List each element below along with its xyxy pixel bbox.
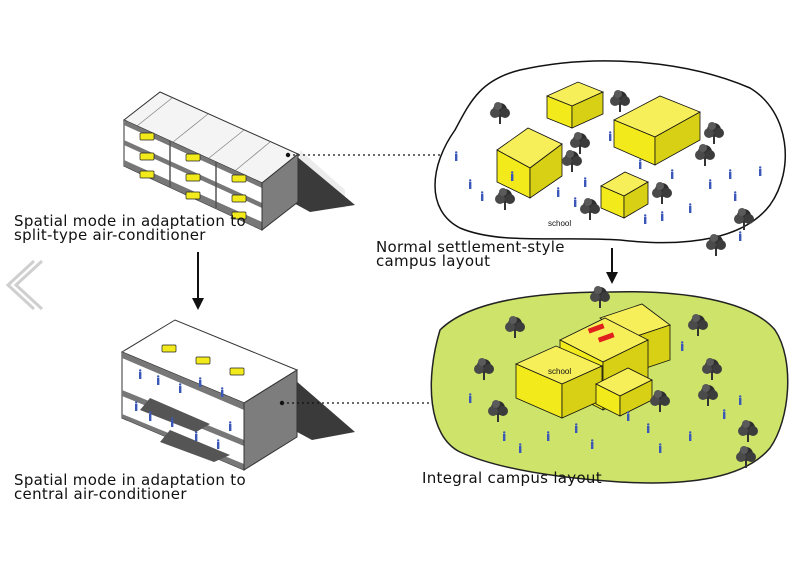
caption-central-mode: Spatial mode in adaptation to central ai… bbox=[14, 471, 246, 503]
caption-line: Spatial mode in adaptation to bbox=[14, 471, 246, 489]
caption-line: central air-conditioner bbox=[14, 485, 187, 503]
split-type-building bbox=[123, 91, 355, 232]
caption-line: Spatial mode in adaptation to bbox=[14, 212, 246, 230]
caption-settlement-layout: Normal settlement-style campus layout bbox=[376, 238, 565, 270]
settlement-campus: school bbox=[434, 60, 786, 256]
integral-building: school bbox=[515, 303, 671, 419]
building-side-wall bbox=[261, 152, 299, 232]
caption-split-mode: Spatial mode in adaptation to split-type… bbox=[14, 212, 246, 244]
ac-unit-icon bbox=[139, 132, 155, 141]
caption-line: Normal settlement-style bbox=[376, 238, 565, 256]
campus-building bbox=[545, 81, 605, 129]
school-label-bottom: school bbox=[548, 367, 571, 376]
central-ac-building bbox=[120, 319, 355, 471]
caption-integral-layout: Integral campus layout bbox=[422, 469, 602, 487]
prev-slide-button[interactable] bbox=[4, 258, 48, 312]
campus-boundary bbox=[434, 60, 786, 244]
integral-campus: school bbox=[430, 286, 789, 484]
arrow-down-right bbox=[606, 248, 618, 284]
school-label-top: school bbox=[548, 219, 571, 228]
arrow-down-left bbox=[192, 252, 204, 310]
chevron-left-icon bbox=[5, 259, 44, 311]
caption-line: split-type air-conditioner bbox=[14, 226, 206, 244]
caption-line: campus layout bbox=[376, 252, 491, 270]
central-ac-unit-icon bbox=[161, 344, 177, 353]
caption-line: Integral campus layout bbox=[422, 469, 602, 487]
